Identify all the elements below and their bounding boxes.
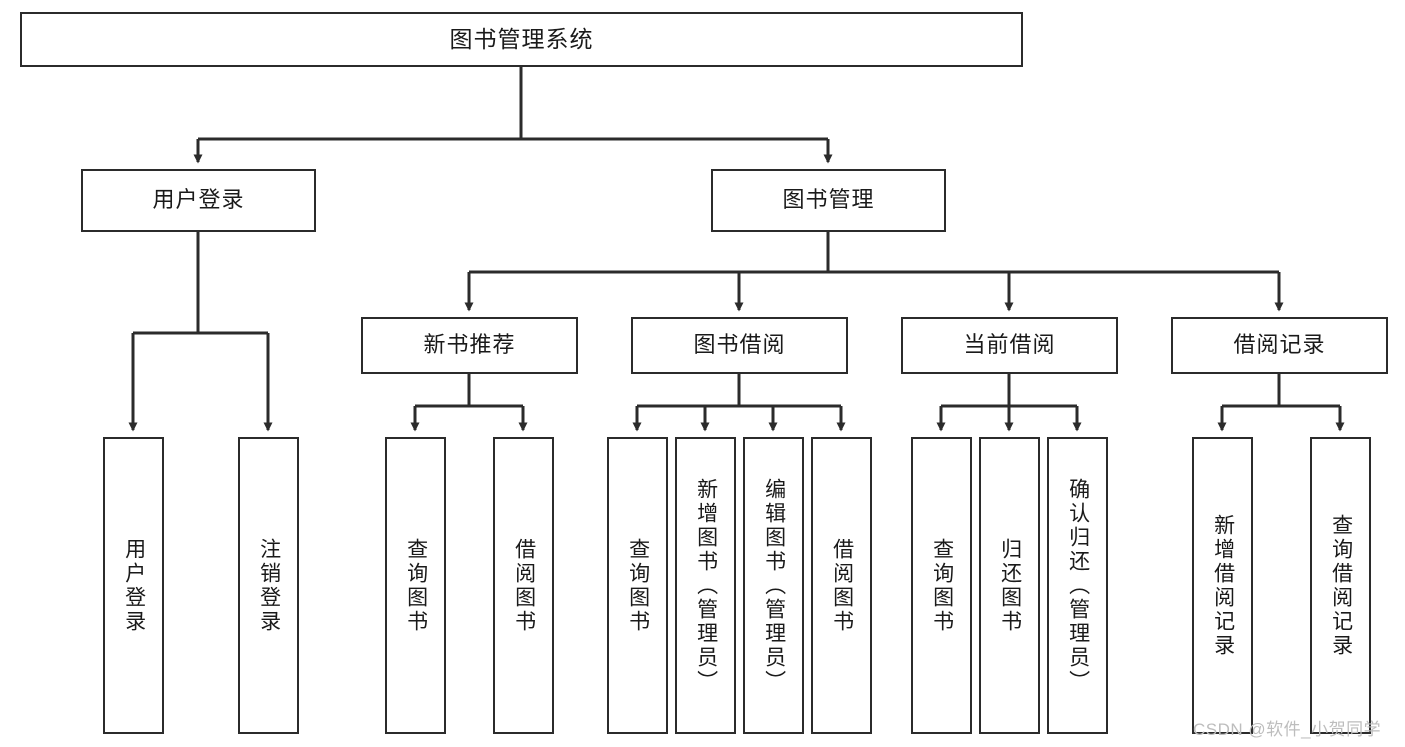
node-label: 图书借阅	[693, 332, 786, 358]
node-borrow-record[interactable]: 借阅记录	[1171, 317, 1388, 374]
leaf-return-book[interactable]: 归还图书	[979, 437, 1040, 734]
node-label: 编辑图书（管理员）	[762, 477, 786, 694]
node-current-borrow[interactable]: 当前借阅	[901, 317, 1118, 374]
node-label: 新书推荐	[423, 332, 516, 358]
node-new-book-recommend[interactable]: 新书推荐	[361, 317, 578, 374]
node-label: 确认归还（管理员）	[1066, 477, 1090, 694]
node-label: 新增借阅记录	[1211, 513, 1235, 658]
leaf-borrow-book[interactable]: 借阅图书	[811, 437, 872, 734]
leaf-edit-book[interactable]: 编辑图书（管理员）	[743, 437, 804, 734]
node-label: 用户登录	[122, 537, 146, 634]
leaf-query-borrow-record[interactable]: 查询借阅记录	[1310, 437, 1371, 734]
leaf-borrow-book-recommend[interactable]: 借阅图书	[493, 437, 554, 734]
leaf-add-book[interactable]: 新增图书（管理员）	[675, 437, 736, 734]
leaf-add-borrow-record[interactable]: 新增借阅记录	[1192, 437, 1253, 734]
leaf-query-book-borrow[interactable]: 查询图书	[607, 437, 668, 734]
node-user-login[interactable]: 用户登录	[81, 169, 316, 232]
node-book-borrow[interactable]: 图书借阅	[631, 317, 848, 374]
node-label: 注销登录	[257, 537, 281, 634]
csdn-watermark: CSDN @软件_小贺同学	[1193, 720, 1382, 739]
leaf-confirm-return[interactable]: 确认归还（管理员）	[1047, 437, 1108, 734]
node-label: 查询图书	[626, 537, 650, 634]
leaf-logout-login[interactable]: 注销登录	[238, 437, 299, 734]
leaf-query-book-recommend[interactable]: 查询图书	[385, 437, 446, 734]
node-label: 当前借阅	[963, 332, 1056, 358]
node-label: 查询图书	[404, 537, 428, 634]
node-label: 用户登录	[152, 187, 245, 213]
node-label: 归还图书	[998, 537, 1022, 634]
node-label: 借阅图书	[512, 537, 536, 634]
node-label: 查询图书	[930, 537, 954, 634]
node-label: 借阅记录	[1233, 332, 1326, 358]
node-book-manage[interactable]: 图书管理	[711, 169, 946, 232]
node-label: 借阅图书	[830, 537, 854, 634]
node-label: 新增图书（管理员）	[694, 477, 718, 694]
leaf-query-book-current[interactable]: 查询图书	[911, 437, 972, 734]
node-label: 查询借阅记录	[1329, 513, 1353, 658]
leaf-user-login[interactable]: 用户登录	[103, 437, 164, 734]
node-label: 图书管理	[782, 187, 875, 213]
node-root-system[interactable]: 图书管理系统	[20, 12, 1023, 67]
node-label: 图书管理系统	[449, 25, 594, 52]
